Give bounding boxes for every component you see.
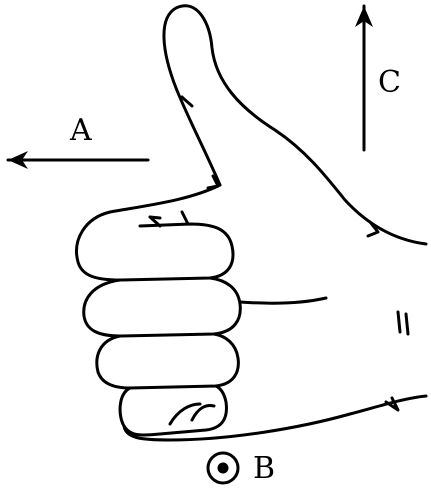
index-finger (75, 183, 235, 282)
out-of-page-symbol (206, 451, 240, 485)
thumb-outline (162, 4, 428, 246)
little-finger (118, 384, 228, 437)
thumbs-up-hand (75, 4, 428, 442)
label-c: C (378, 65, 401, 100)
arrow-c (355, 4, 373, 152)
middle-finger (82, 276, 242, 338)
ring-finger (95, 332, 240, 390)
hand-bottom (122, 394, 428, 442)
arrow-a (6, 151, 150, 169)
label-b: B (253, 451, 275, 486)
label-a: A (69, 113, 92, 148)
